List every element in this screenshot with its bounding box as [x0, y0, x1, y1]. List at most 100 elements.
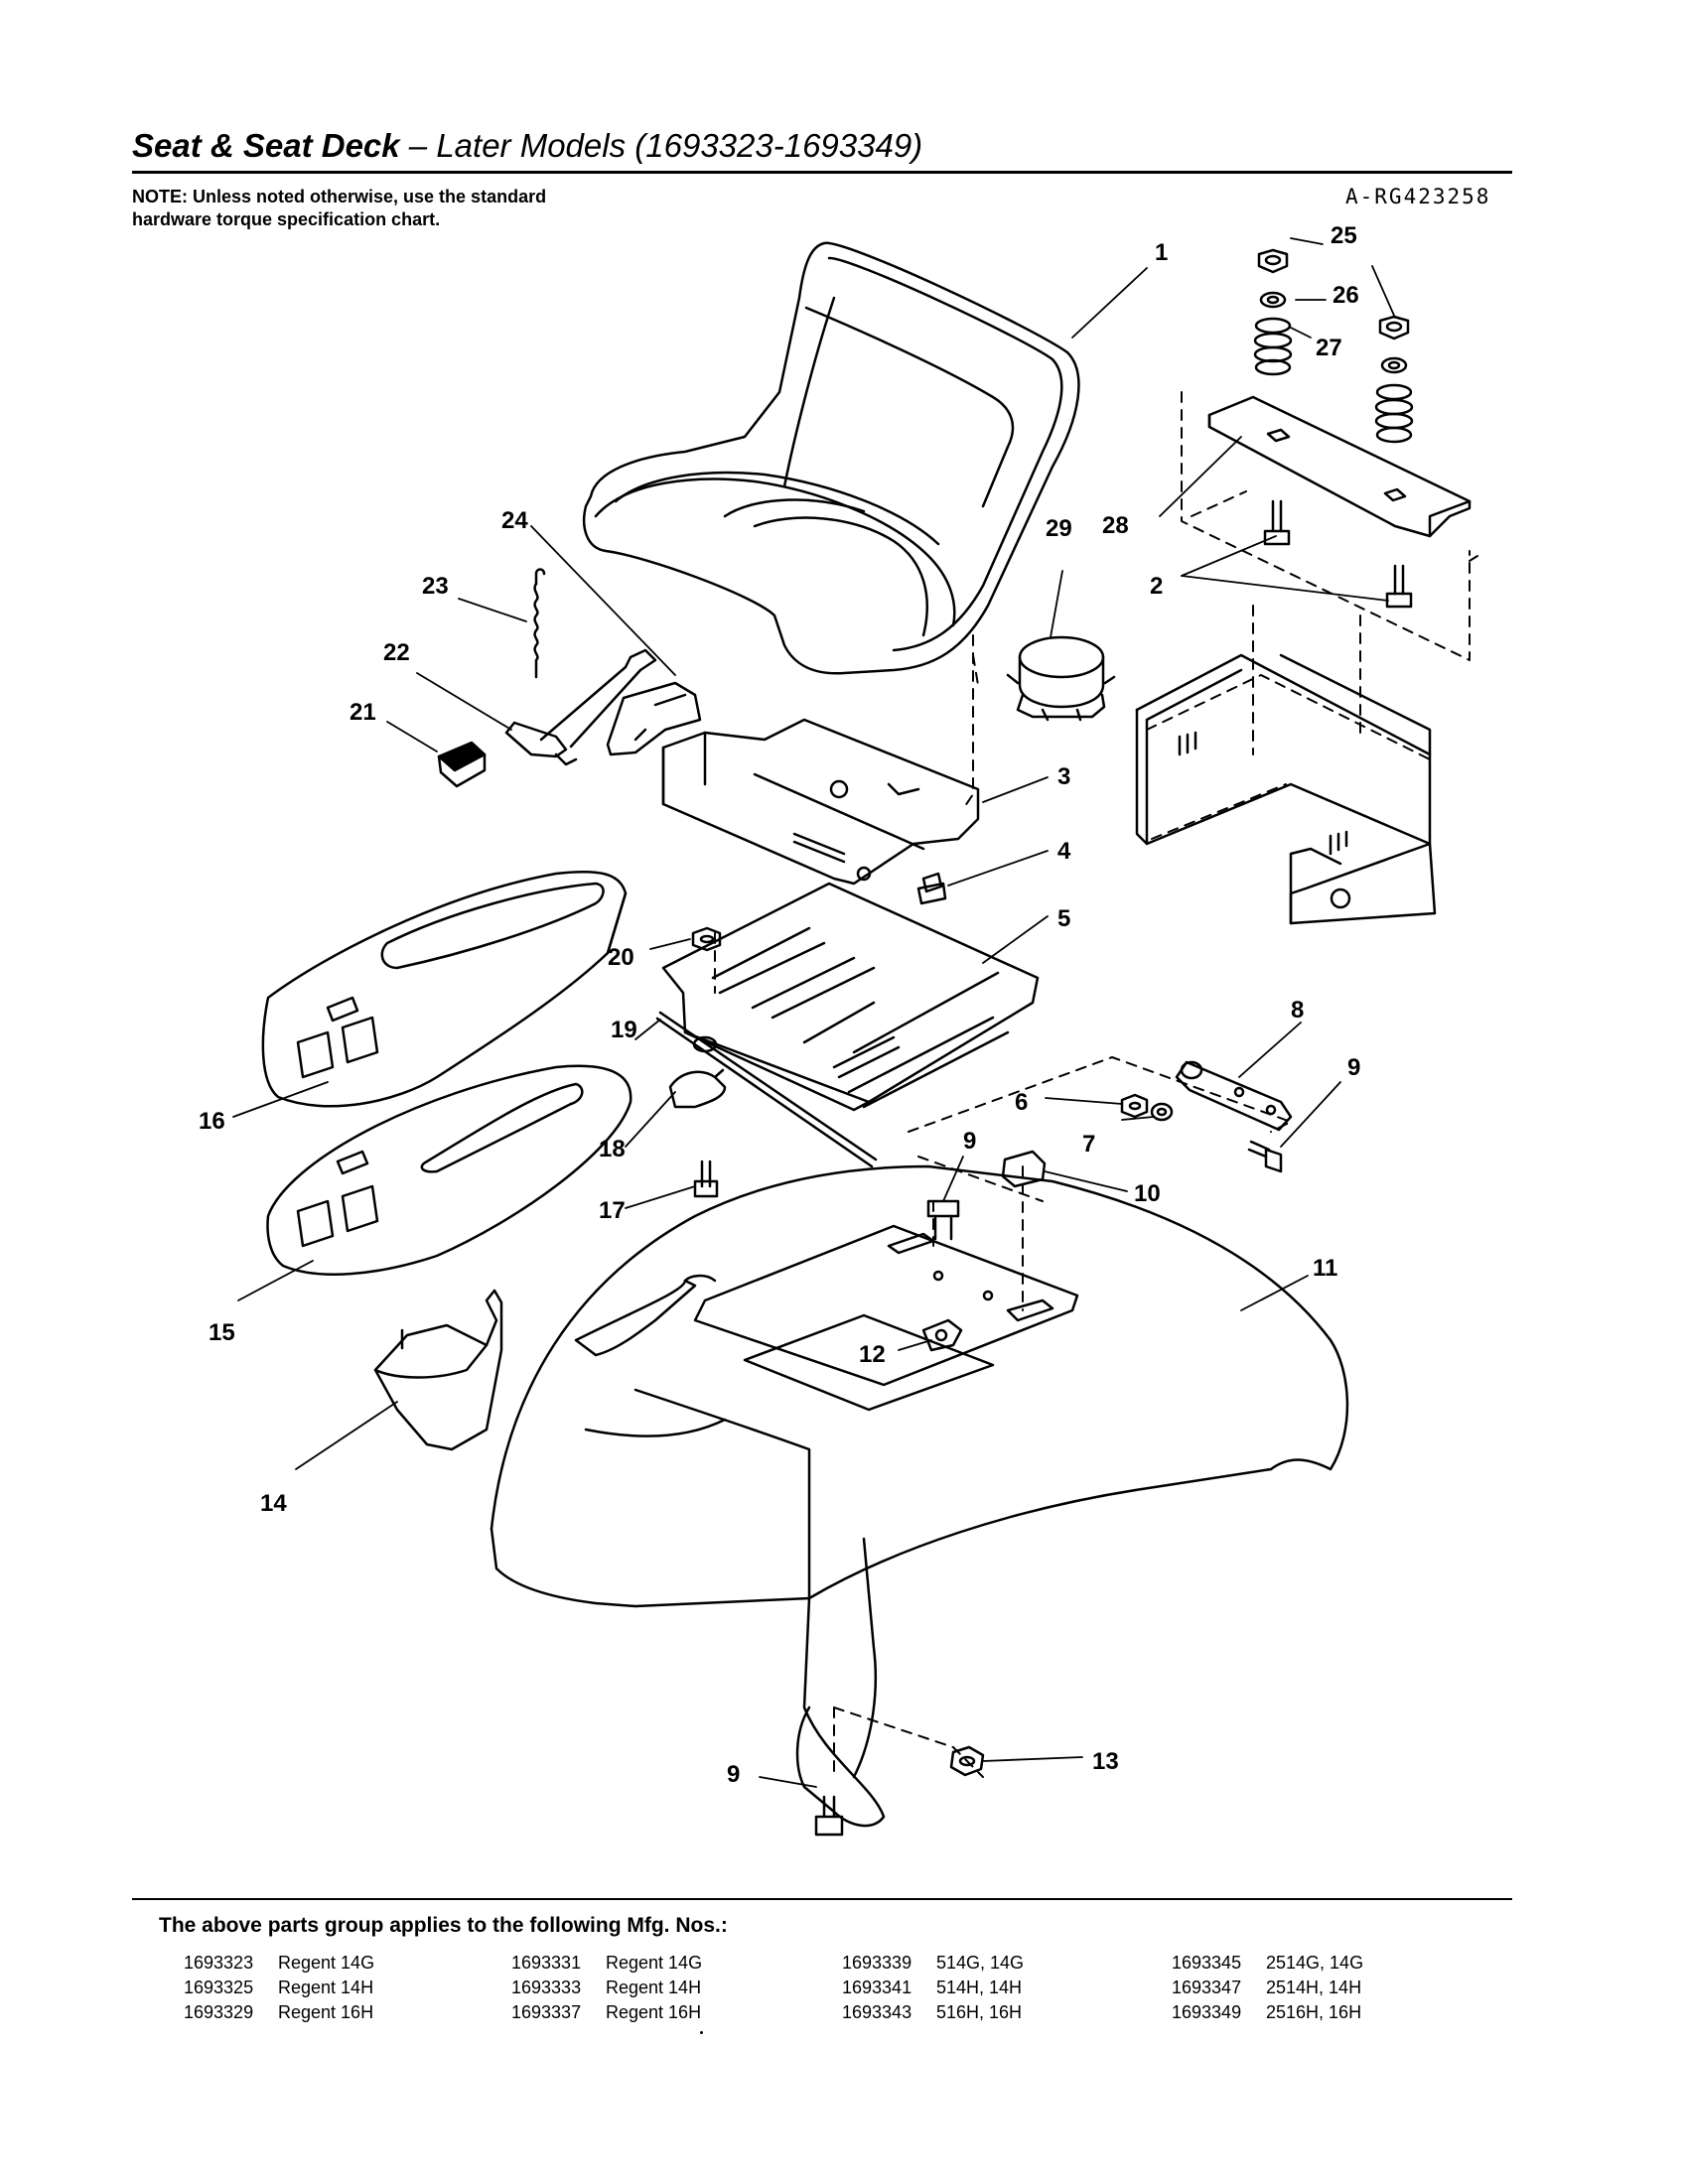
part-adjust-lever-22: [504, 648, 657, 766]
callout-16: 16: [199, 1108, 225, 1135]
mfg-number: 1693323: [184, 1953, 254, 1973]
mfg-number: 1693343: [842, 2002, 912, 2022]
mfg-number: 1693333: [511, 1978, 582, 1997]
part-rear-fender-11: [490, 1164, 1349, 1828]
torque-note: NOTE: Unless noted otherwise, use the st…: [132, 187, 547, 229]
callout-1: 1: [1155, 239, 1168, 266]
callout-22: 22: [383, 639, 410, 666]
part-knob-21: [437, 741, 487, 788]
mfg-row: 1693347 2514H, 14H: [1172, 1976, 1363, 2000]
part-bolt-9-center: [926, 1199, 960, 1241]
footer-rule: [132, 1898, 1512, 1900]
callout-18: 18: [599, 1136, 626, 1162]
callout-9-bottom: 9: [727, 1761, 740, 1788]
callout-9-right: 9: [1347, 1054, 1360, 1081]
callout-28: 28: [1102, 512, 1129, 539]
part-bolt-4: [916, 872, 947, 905]
callout-13: 13: [1092, 1748, 1119, 1775]
part-nut-6: [1120, 1093, 1149, 1119]
part-bolt-9-right: [1247, 1140, 1283, 1173]
callout-4: 4: [1057, 838, 1071, 865]
part-nut-25-left: [1257, 248, 1289, 274]
leader-lines: [232, 237, 1396, 1788]
callout-7: 7: [1082, 1131, 1095, 1158]
callout-11: 11: [1313, 1255, 1337, 1282]
callout-20: 20: [608, 944, 634, 971]
applies-heading: The above parts group applies to the fol…: [159, 1914, 728, 1937]
part-bolt-17: [693, 1160, 719, 1198]
mfg-model: Regent 14G: [606, 1953, 703, 1973]
drawing-id: A-RG423258: [1345, 185, 1491, 208]
part-clamp-18: [668, 1035, 727, 1109]
mfg-number: 1693331: [511, 1953, 582, 1973]
title-bold: Seat & Seat Deck: [132, 127, 400, 164]
part-washer-26-left: [1259, 291, 1287, 309]
part-fender-15: [266, 1064, 632, 1276]
part-pin-8: [1175, 1060, 1293, 1132]
mfg-number: 1693325: [184, 1978, 254, 1997]
callout-10: 10: [1134, 1180, 1161, 1207]
mfg-number: 1693345: [1172, 1953, 1242, 1973]
part-bolt-2-right: [1385, 564, 1413, 609]
mfg-row: 1693323 Regent 14G: [184, 1951, 374, 1976]
mfg-model: Regent 14G: [278, 1953, 375, 1973]
title-rule: [132, 171, 1512, 174]
callout-15: 15: [209, 1319, 235, 1346]
callout-29: 29: [1046, 515, 1072, 542]
mfg-number: 1693339: [842, 1953, 912, 1973]
part-nut-13: [949, 1745, 985, 1777]
callout-21: 21: [350, 699, 376, 726]
mfg-row: 1693331 Regent 14G: [511, 1951, 702, 1976]
mfg-row: 1693333 Regent 14H: [511, 1976, 702, 2000]
mfg-row: 1693345 2514G, 14G: [1172, 1951, 1363, 1976]
callout-9-center: 9: [963, 1128, 976, 1155]
part-seat-mount-box: [1135, 653, 1437, 925]
callouts: 1 2 3 4 5 6 7 8 9 9 9 10 11 12 13 14 15 …: [199, 222, 1360, 1788]
page-title: Seat & Seat Deck – Later Models (1693323…: [132, 127, 922, 165]
mfg-model: 2514H, 14H: [1266, 1978, 1362, 1997]
callout-14: 14: [260, 1490, 287, 1517]
part-fender-16: [261, 870, 628, 1108]
mfg-number: 1693329: [184, 2002, 254, 2022]
part-cup-holder-14: [373, 1289, 503, 1451]
mfg-model: Regent 14H: [606, 1978, 702, 1997]
mfg-number: 1693337: [511, 2002, 582, 2022]
callout-19: 19: [611, 1017, 637, 1043]
mfg-model: Regent 16H: [278, 2002, 374, 2022]
mfg-model: 514G, 14G: [936, 1953, 1025, 1973]
mfg-model: 2516H, 16H: [1266, 2002, 1362, 2022]
title-subtitle: – Later Models (1693323-1693349): [399, 127, 923, 164]
hidden-lines: [714, 391, 1478, 1778]
callout-6: 6: [1015, 1089, 1028, 1116]
part-seat-spring-bracket: [1207, 395, 1472, 538]
mfg-column-4: 1693345 2514G, 14G 1693347 2514H, 14H 1693…: [1172, 1951, 1363, 2025]
mfg-number: 1693347: [1172, 1978, 1242, 1997]
callout-27: 27: [1316, 335, 1342, 361]
part-nut-25-right: [1378, 315, 1410, 341]
callout-2: 2: [1150, 573, 1163, 600]
callout-23: 23: [422, 573, 449, 600]
mfg-model: 2514G, 14G: [1266, 1953, 1364, 1973]
callout-8: 8: [1291, 997, 1304, 1024]
part-latch-24: [606, 681, 702, 756]
stray-dot: [700, 2031, 703, 2034]
part-washer-7: [1150, 1102, 1174, 1122]
part-seat-pan-3: [661, 718, 980, 886]
mfg-column-2: 1693331 Regent 14G 1693333 Regent 14H 1693…: [511, 1951, 702, 2025]
part-seat-deck-plate-5: [661, 882, 1040, 1112]
part-seat-switch: [1006, 635, 1116, 722]
callout-26: 26: [1333, 282, 1359, 309]
part-bolt-2-left: [1263, 499, 1291, 546]
callout-17: 17: [599, 1197, 626, 1224]
mfg-number: 1693349: [1172, 2002, 1242, 2022]
part-nut-20: [691, 926, 722, 952]
callout-3: 3: [1057, 763, 1070, 790]
part-bolt-9-bottom: [814, 1795, 844, 1837]
callout-12: 12: [859, 1341, 886, 1368]
